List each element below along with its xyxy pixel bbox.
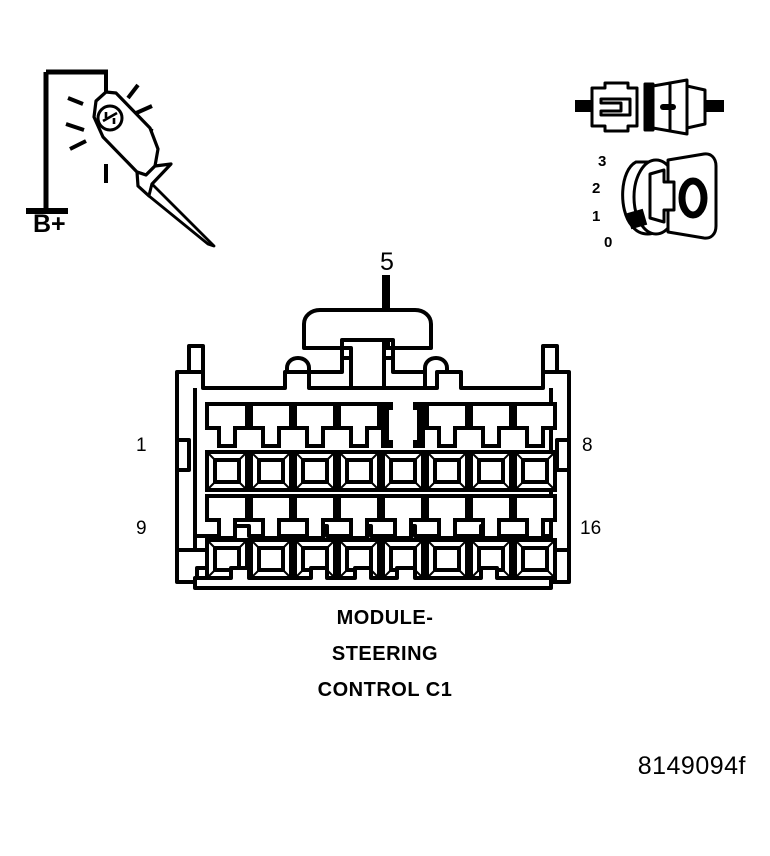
key-head (666, 152, 718, 240)
socket-row-top (205, 450, 557, 492)
test-light-body (92, 90, 160, 177)
figure-id-code: 8149094f (637, 752, 746, 780)
left-wire-stub (575, 100, 593, 112)
ignition-key-switch (612, 148, 722, 248)
key-position-2: 2 (592, 180, 601, 197)
connector-latch (302, 308, 433, 350)
bottom-rail-overlay (193, 566, 553, 590)
b-plus-lead (43, 69, 108, 211)
key-glyph-zero (678, 177, 708, 219)
cavity-row-top (205, 402, 557, 448)
connector-half-male (590, 81, 639, 133)
callout-cavity-number: 5 (380, 248, 394, 276)
right-wire-stub (704, 100, 724, 112)
male-blade-detail (599, 97, 632, 117)
b-plus-label: B+ (33, 210, 66, 238)
switch-position-indicator (626, 208, 648, 230)
key-position-1: 1 (592, 208, 601, 225)
pin-label-8: 8 (582, 435, 593, 456)
caption-line-3: CONTROL C1 (317, 679, 453, 701)
key-position-0: 0 (604, 234, 613, 251)
female-slot-detail (660, 104, 676, 110)
socket-row-bottom (205, 538, 557, 580)
pin-label-1: 1 (136, 435, 147, 456)
disconnected-connector-pair (575, 78, 727, 140)
caption-line-1: MODULE- (336, 607, 434, 629)
probe-tip (147, 182, 216, 248)
caption-line-2: STEERING (331, 643, 439, 665)
test-light-assembly (0, 0, 260, 270)
key-position-3: 3 (598, 153, 607, 170)
lamp-icon (96, 104, 124, 132)
shell-side-notches (175, 438, 571, 472)
probe-collar (135, 162, 173, 198)
key-blade (648, 168, 676, 224)
pin-label-16: 16 (580, 518, 602, 539)
connector-half-female (643, 78, 707, 136)
connector-caption: MODULE- STEERING CONTROL C1 (0, 600, 770, 708)
pin-label-9: 9 (136, 518, 147, 539)
socket-bevels-bottom (206, 539, 556, 579)
latch-center-post (340, 346, 395, 360)
socket-bevels-top (206, 451, 556, 491)
module-steering-control-c1-connector (175, 300, 571, 592)
